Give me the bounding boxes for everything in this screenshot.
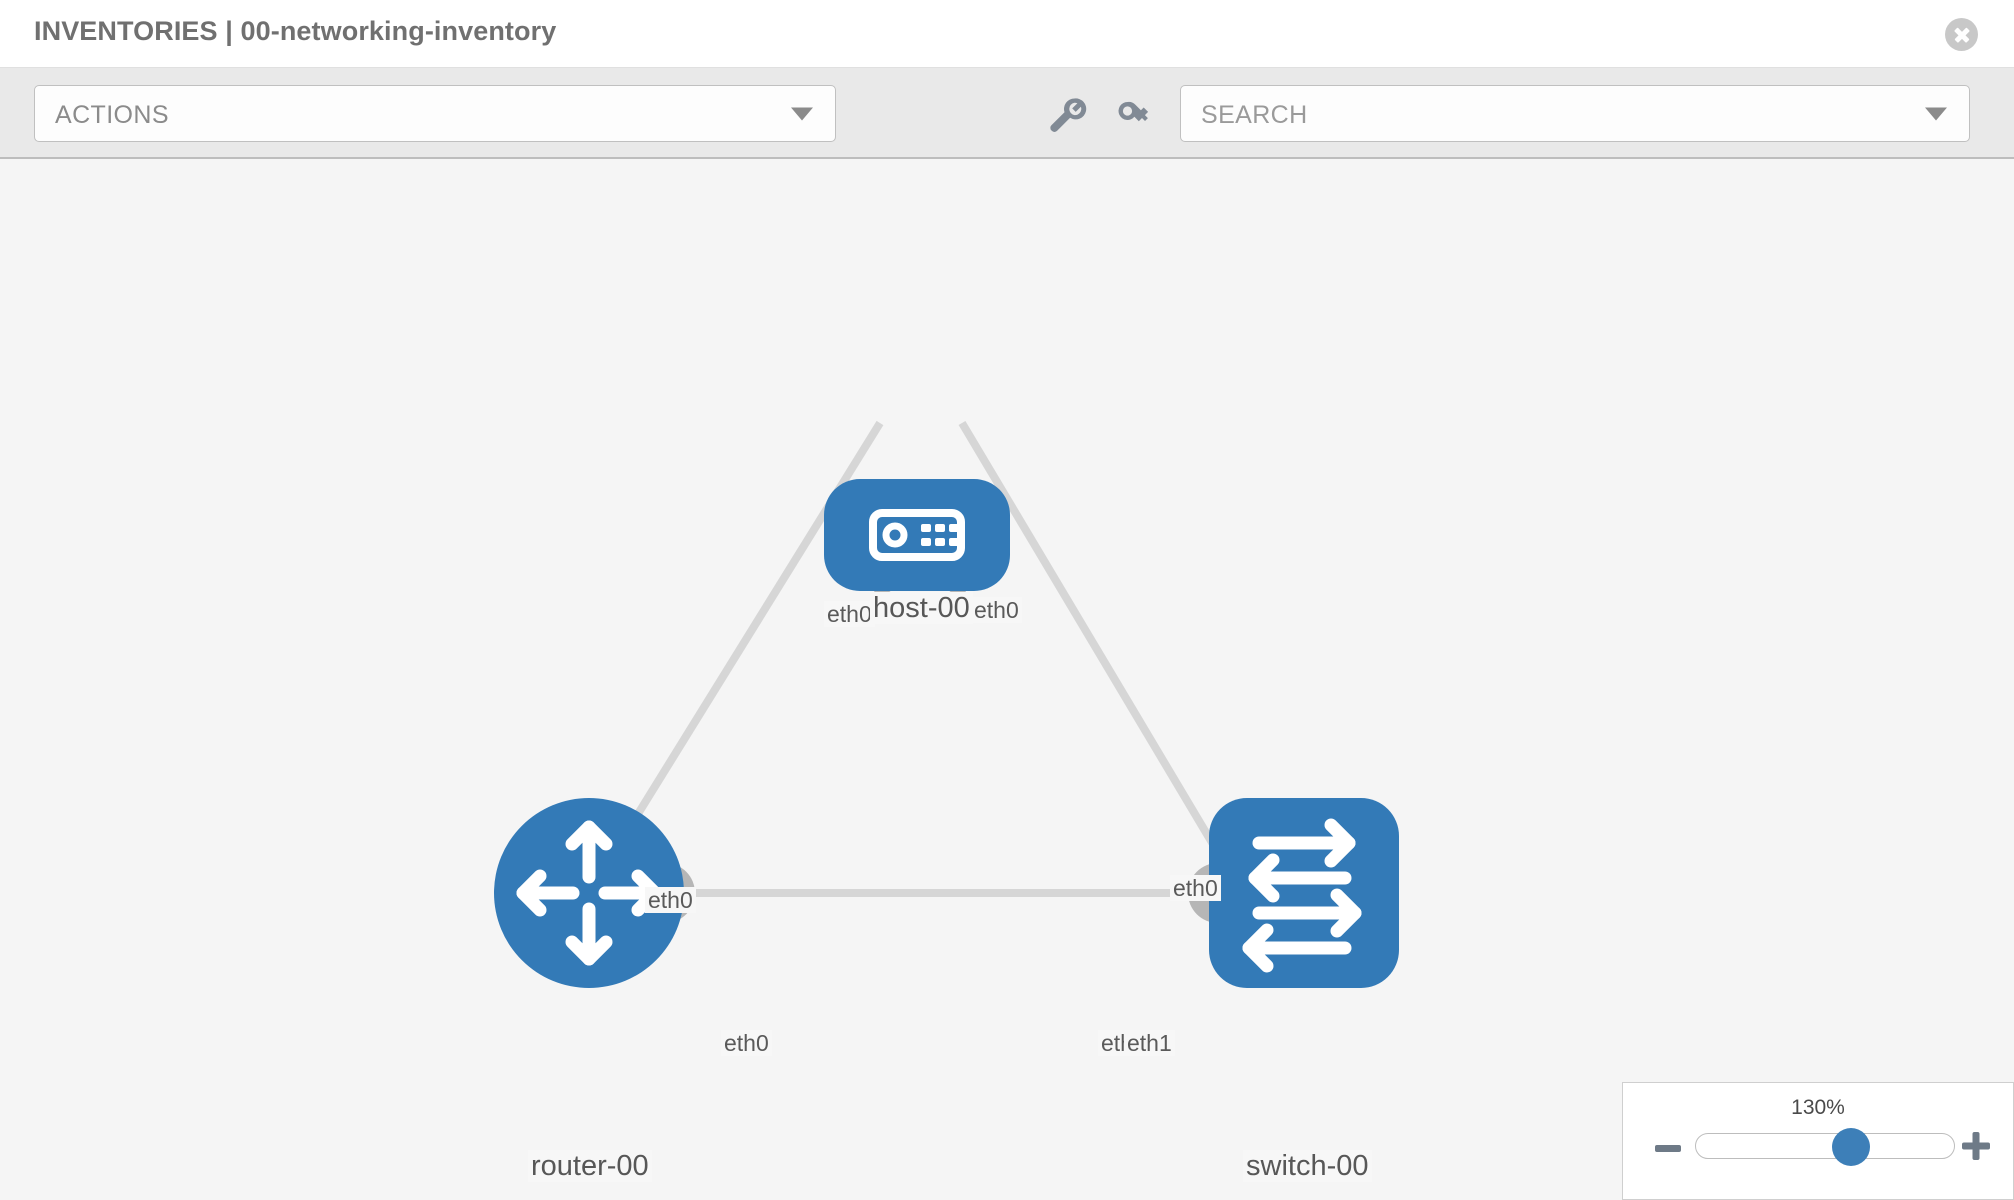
search-placeholder: SEARCH <box>1201 101 1308 129</box>
actions-dropdown-label: ACTIONS <box>55 101 169 129</box>
topology-graph <box>494 420 1399 988</box>
interface-label-switch-eth1: eth1 <box>1124 1030 1175 1057</box>
page-header: INVENTORIES | 00-networking-inventory <box>0 0 2014 68</box>
zoom-out-button[interactable] <box>1655 1145 1681 1152</box>
zoom-level-value: 130% <box>1791 1096 1845 1119</box>
node-label-host-00: host-00 <box>870 592 973 625</box>
chevron-down-icon <box>791 107 813 120</box>
key-icon[interactable] <box>1110 92 1156 138</box>
interface-label-switch-up: eth0 <box>1170 875 1221 902</box>
interface-label-router-eth0: eth0 <box>721 1030 772 1057</box>
interface-label-router-up: eth0 <box>645 887 696 914</box>
chevron-down-icon <box>1925 107 1947 120</box>
close-icon[interactable] <box>1945 18 1978 51</box>
node-host-00[interactable] <box>824 479 1010 591</box>
node-router-00[interactable] <box>494 798 684 988</box>
node-label-router-00: router-00 <box>528 1150 652 1183</box>
interface-label-host-left: eth0 <box>824 601 875 628</box>
actions-dropdown[interactable]: ACTIONS <box>34 85 836 142</box>
search-input[interactable]: SEARCH <box>1180 85 1970 142</box>
zoom-control-panel: 130% <box>1622 1082 2014 1200</box>
zoom-in-button[interactable] <box>1961 1131 1991 1161</box>
node-switch-00[interactable] <box>1209 798 1399 988</box>
page-title: INVENTORIES | 00-networking-inventory <box>34 16 557 46</box>
interface-label-host-right: eth0 <box>971 597 1022 624</box>
zoom-slider-thumb[interactable] <box>1831 1128 1870 1166</box>
edge-host-switch[interactable] <box>958 420 1246 896</box>
topology-canvas[interactable]: eth0 eth0 eth0 eth0 eth0 eth eth1 host-0… <box>0 161 2014 1200</box>
wrench-icon[interactable] <box>1042 92 1088 138</box>
zoom-slider-track[interactable] <box>1695 1128 1955 1166</box>
node-label-switch-00: switch-00 <box>1243 1150 1372 1183</box>
